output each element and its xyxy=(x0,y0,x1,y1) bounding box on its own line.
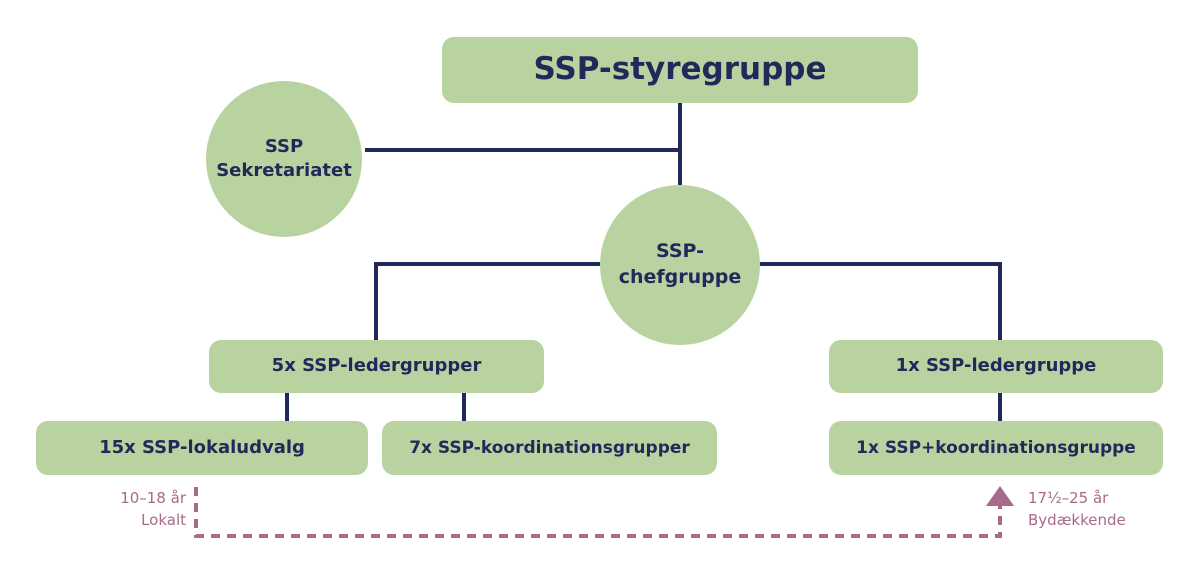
age-range-local-scope: Lokalt xyxy=(141,510,186,529)
node-7x-ssp-koordinationsgrupper-label: 7x SSP-koordinationsgrupper xyxy=(409,437,690,458)
node-1x-ssp-ledergruppe: 1x SSP-ledergruppe xyxy=(829,340,1163,393)
age-range-citywide-scope: Bydækkende xyxy=(1028,510,1126,529)
node-1x-ssp-koordinationsgruppe: 1x SSP+koordinationsgruppe xyxy=(829,421,1163,475)
node-ssp-styregruppe-label: SSP-styregruppe xyxy=(533,51,827,88)
node-15x-ssp-lokaludvalg-label: 15x SSP-lokaludvalg xyxy=(99,436,305,458)
age-range-arrow-icon xyxy=(986,486,1014,506)
node-5x-ssp-ledergrupper: 5x SSP-ledergrupper xyxy=(209,340,544,393)
age-range-citywide-years: 17½–25 år xyxy=(1028,489,1109,507)
node-5x-ssp-ledergrupper-label: 5x SSP-ledergrupper xyxy=(271,355,482,377)
age-range-local: 10–18 år Lokalt xyxy=(70,488,186,532)
node-ssp-sekretariatet: SSP Sekretariatet xyxy=(206,81,362,237)
node-1x-ssp-ledergruppe-label: 1x SSP-ledergruppe xyxy=(895,355,1097,377)
node-15x-ssp-lokaludvalg: 15x SSP-lokaludvalg xyxy=(36,421,368,475)
connector-chefgruppe-branches xyxy=(374,262,1002,340)
age-range-dashed-line xyxy=(194,487,1002,538)
age-range-local-years: 10–18 år xyxy=(120,489,186,507)
node-ssp-chefgruppe-label-line1: SSP- xyxy=(656,240,704,263)
node-1x-ssp-koordinationsgruppe-label: 1x SSP+koordinationsgruppe xyxy=(856,437,1136,458)
node-ssp-chefgruppe: SSP- chefgruppe xyxy=(600,185,760,345)
node-7x-ssp-koordinationsgrupper: 7x SSP-koordinationsgrupper xyxy=(382,421,717,475)
node-ssp-sekretariatet-label-line1: SSP xyxy=(264,135,304,157)
node-ssp-chefgruppe-label-line2: chefgruppe xyxy=(618,266,742,288)
node-ssp-styregruppe: SSP-styregruppe xyxy=(442,37,918,103)
node-ssp-sekretariatet-label-line2: Sekretariatet xyxy=(216,160,352,181)
age-range-citywide: 17½–25 år Bydækkende xyxy=(1028,488,1168,532)
